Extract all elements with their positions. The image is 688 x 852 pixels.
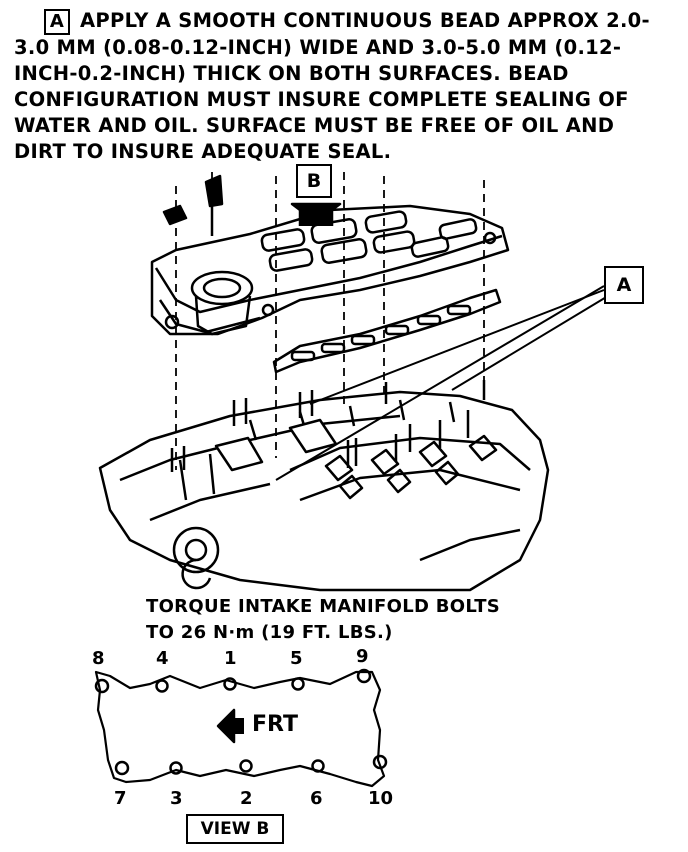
callout-b: B bbox=[296, 164, 332, 198]
engine-block bbox=[98, 390, 550, 592]
bolt-number-7: 7 bbox=[114, 788, 127, 809]
manifold-bolts bbox=[162, 174, 486, 472]
bolt-number-2: 2 bbox=[240, 788, 253, 809]
callout-a: A bbox=[604, 266, 644, 304]
bolt-number-8: 8 bbox=[92, 648, 105, 669]
torque-spec: TORQUE INTAKE MANIFOLD BOLTS TO 26 N·m (… bbox=[146, 594, 500, 646]
alignment-lines bbox=[175, 172, 485, 470]
bolt-number-3: 3 bbox=[170, 788, 183, 809]
view-b-bolt-pattern bbox=[94, 668, 388, 788]
bolt-number-4: 4 bbox=[156, 648, 169, 669]
arrow-left-icon bbox=[216, 708, 236, 744]
callout-a-box: A bbox=[44, 9, 70, 35]
front-direction-label: FRT bbox=[252, 712, 298, 737]
view-b-label: VIEW B bbox=[186, 814, 284, 844]
bolt-number-1: 1 bbox=[224, 648, 237, 669]
torque-line-1: TORQUE INTAKE MANIFOLD BOLTS bbox=[146, 596, 501, 617]
torque-line-2: TO 26 N·m (19 FT. LBS.) bbox=[146, 622, 393, 643]
intake-gasket bbox=[272, 288, 502, 374]
instruction-text: APPLY A SMOOTH CONTINUOUS BEAD APPROX 2.… bbox=[14, 9, 650, 163]
bolt-number-10: 10 bbox=[368, 788, 394, 809]
bolt-number-9: 9 bbox=[356, 646, 369, 667]
intake-manifold bbox=[150, 202, 510, 336]
bolt-number-5: 5 bbox=[290, 648, 303, 669]
callout-a-leaders bbox=[275, 285, 609, 481]
bolt-number-6: 6 bbox=[310, 788, 323, 809]
